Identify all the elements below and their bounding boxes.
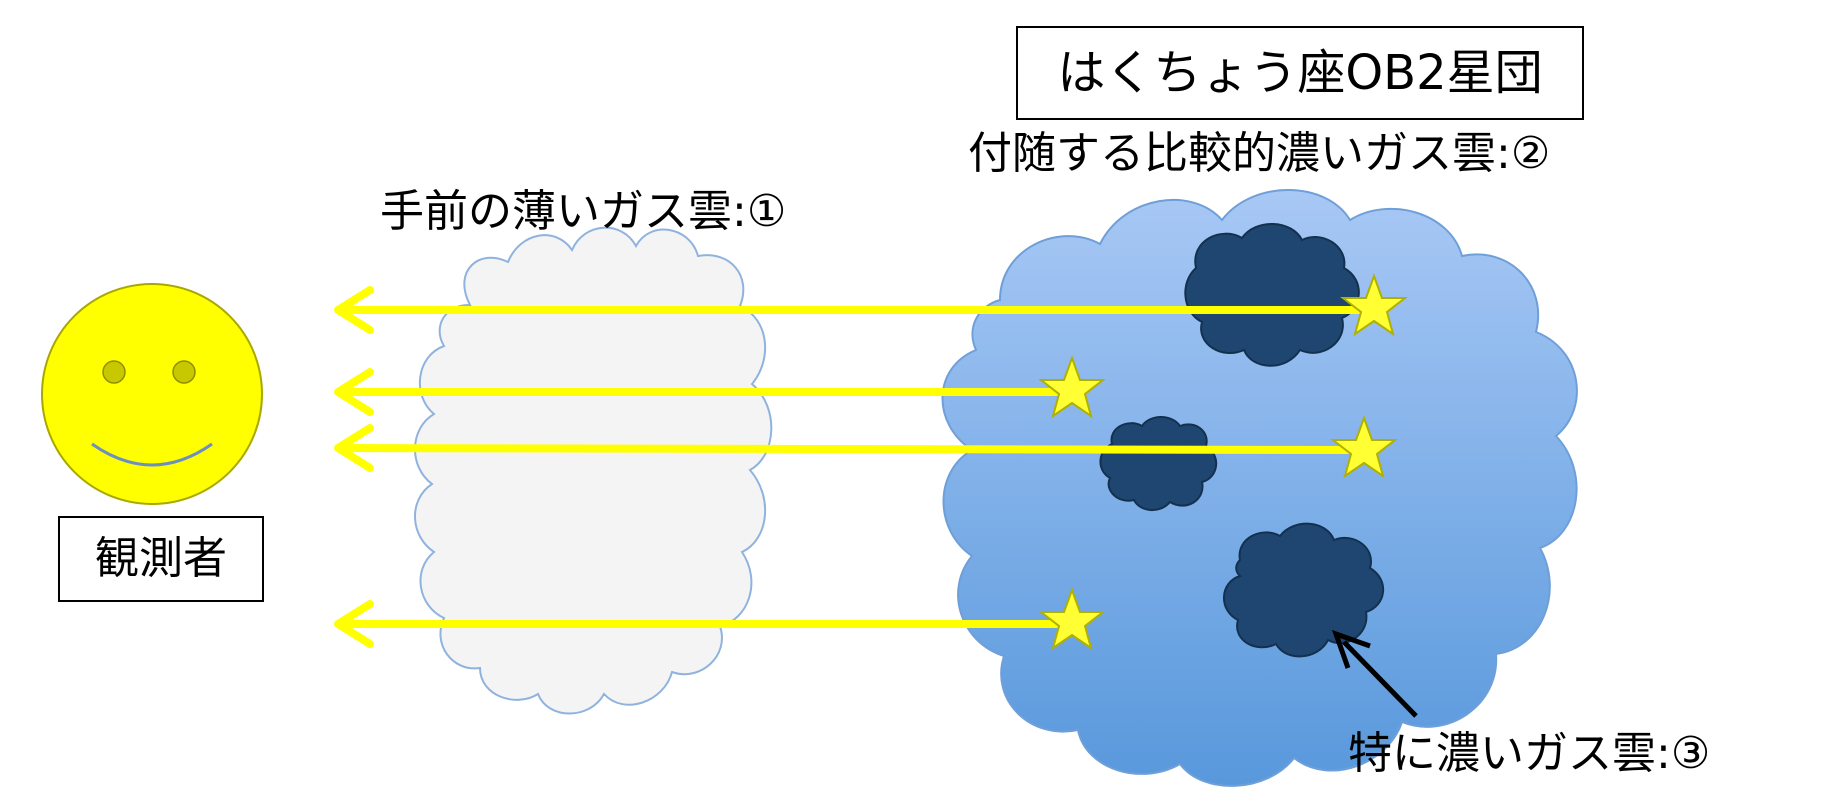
star-icon — [1340, 273, 1408, 337]
star-icon — [1038, 355, 1106, 419]
star-icon — [1330, 415, 1398, 479]
cluster-title: はくちょう座OB2星団 — [1016, 26, 1584, 120]
observer-label: 観測者 — [58, 516, 264, 602]
light-ray — [334, 424, 1361, 472]
very-dense-gas-clumps-3 — [1099, 223, 1385, 658]
pointer-arrow-cloud-3 — [1331, 629, 1418, 718]
star-icon — [1038, 587, 1106, 651]
light-ray — [334, 286, 1370, 334]
light-rays — [334, 286, 1370, 648]
right-eye — [172, 360, 196, 384]
associated-gas-cloud-label: 付随する比較的濃いガス雲:② — [968, 128, 1551, 179]
observer-smiley-icon — [41, 283, 263, 505]
dense-gas-cloud-label: 特に濃いガス雲:③ — [1348, 728, 1711, 779]
left-eye — [102, 360, 126, 384]
smile-mouth — [91, 442, 213, 467]
thin-gas-cloud-label: 手前の薄いガス雲:① — [380, 186, 787, 237]
light-ray — [334, 368, 1066, 416]
associated-gas-cloud-2 — [941, 189, 1578, 787]
stars — [1038, 273, 1408, 651]
light-ray — [334, 600, 1066, 648]
thin-gas-cloud-1 — [414, 226, 773, 715]
